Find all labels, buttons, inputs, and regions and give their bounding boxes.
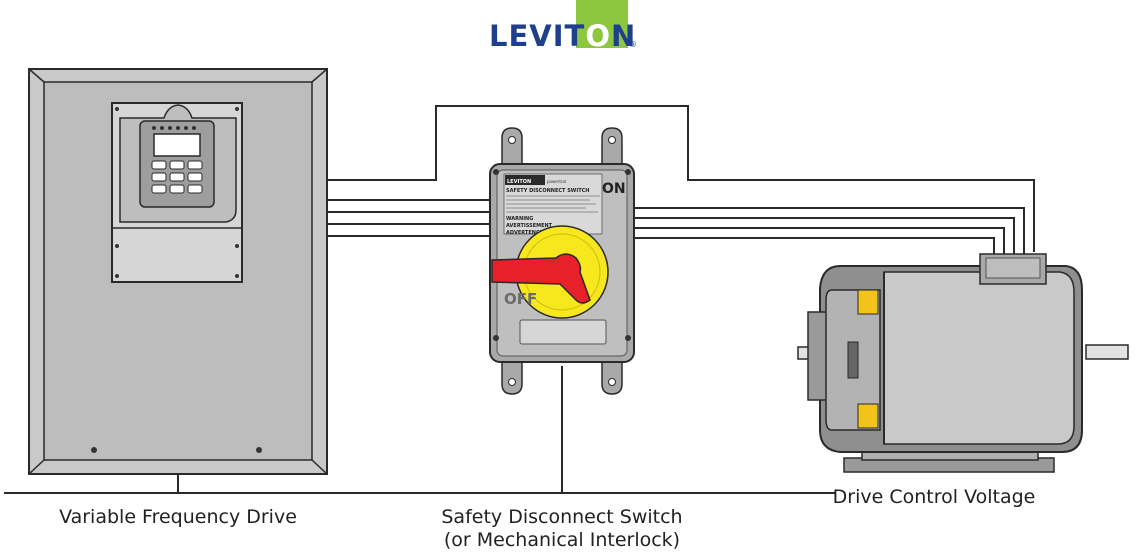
control-wire	[326, 105, 1035, 252]
svg-text:WARNING: WARNING	[506, 216, 533, 222]
svg-text:powertrol: powertrol	[547, 179, 566, 184]
switch-handle	[491, 253, 591, 304]
switch-label-line1: Safety Disconnect Switch	[441, 506, 682, 528]
svg-text:SAFETY DISCONNECT SWITCH: SAFETY DISCONNECT SWITCH	[506, 188, 589, 194]
svg-text:LEVITON: LEVITON	[507, 179, 531, 185]
svg-text:LEVITON: LEVITON	[489, 19, 636, 53]
vfd-drive-unit	[111, 102, 243, 283]
switch-label-slot	[519, 319, 607, 345]
switch-off-label: OFF	[504, 290, 537, 308]
power-wire-6	[632, 217, 1015, 254]
leviton-logo: LEVITON ®	[489, 0, 637, 53]
svg-text:ADVERTENCIA: ADVERTENCIA	[506, 230, 545, 236]
vfd-display	[153, 133, 201, 157]
power-wire-8	[632, 237, 995, 254]
power-wire-5	[632, 207, 1025, 254]
vfd-keypad	[139, 120, 215, 208]
svg-text:®: ®	[629, 40, 637, 49]
wires	[326, 105, 1035, 254]
safety-disconnect-switch: LEVITON powertrol SAFETY DISCONNECT SWIT…	[489, 127, 635, 395]
power-wire-7	[632, 227, 1005, 254]
motor-accent-top	[857, 289, 879, 315]
switch-label-line2: (or Mechanical Interlock)	[444, 529, 680, 551]
motor	[797, 253, 1129, 473]
svg-text:AVERTISSEMENT: AVERTISSEMENT	[506, 223, 553, 229]
switch-on-label: ON	[602, 181, 626, 197]
motor-accent-bottom	[857, 403, 879, 429]
vfd-label: Variable Frequency Drive	[59, 506, 297, 528]
motor-label: Drive Control Voltage	[833, 486, 1036, 508]
